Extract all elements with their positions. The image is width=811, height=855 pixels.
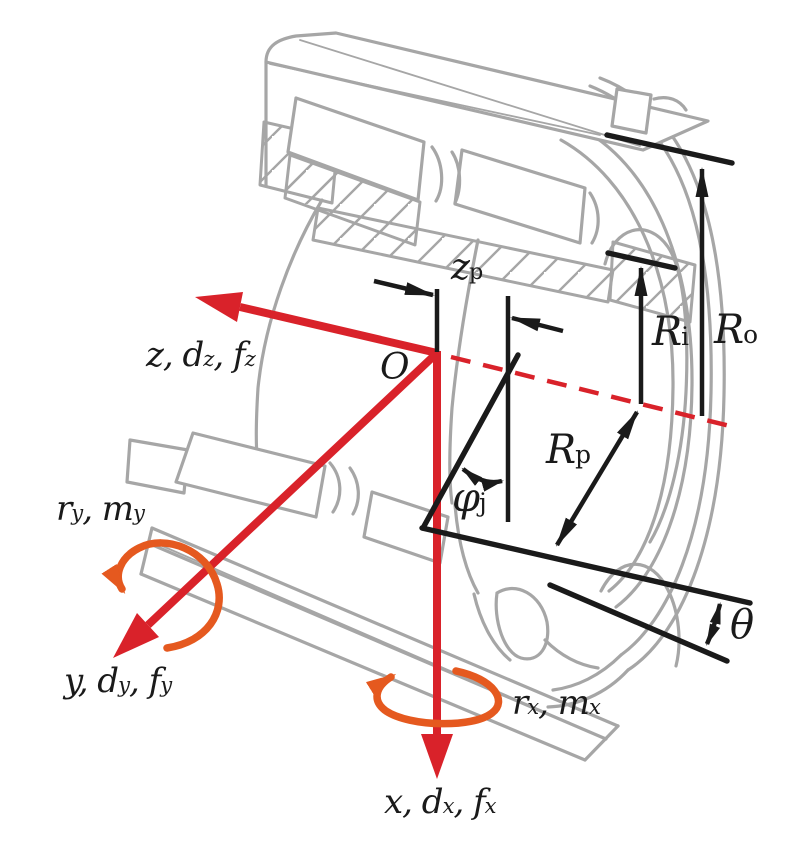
label-rot-x: rx, mx [512,683,601,723]
angle-phi-j-arc [461,467,504,492]
dimension-Rp [555,410,639,547]
bearing-axis-dashed-line [450,354,735,430]
label-phi-j: φj [452,475,487,521]
dimension-zp [373,278,564,522]
dimension-Ro [604,132,735,416]
label-origin: O [380,347,409,388]
rotation-loop-x [365,667,503,728]
label-Ro: Ro [714,307,758,353]
y-axis-arrow [113,350,440,658]
label-Rp: Rp [546,427,591,473]
z-axis-arrow [195,292,438,357]
pin-tilt-lines [419,352,753,606]
label-zp: zp [451,247,483,288]
upper-rollers [286,87,688,245]
label-rot-y: ry, my [56,489,145,529]
label-x-axis: x, dx, fx [384,782,497,822]
angle-theta [547,582,730,664]
x-axis-arrow [421,351,453,779]
outer-ring-right-face-arcs [546,76,726,709]
dimension-Ri [605,250,678,404]
inner-ring-bottom-details [453,503,600,670]
label-z-axis: z, dz, fz [146,335,256,375]
rotation-loop-y [101,539,223,652]
label-Ri: Ri [652,309,689,355]
label-y-axis: y, dy, fy [64,661,172,701]
label-theta: θ [730,602,754,648]
